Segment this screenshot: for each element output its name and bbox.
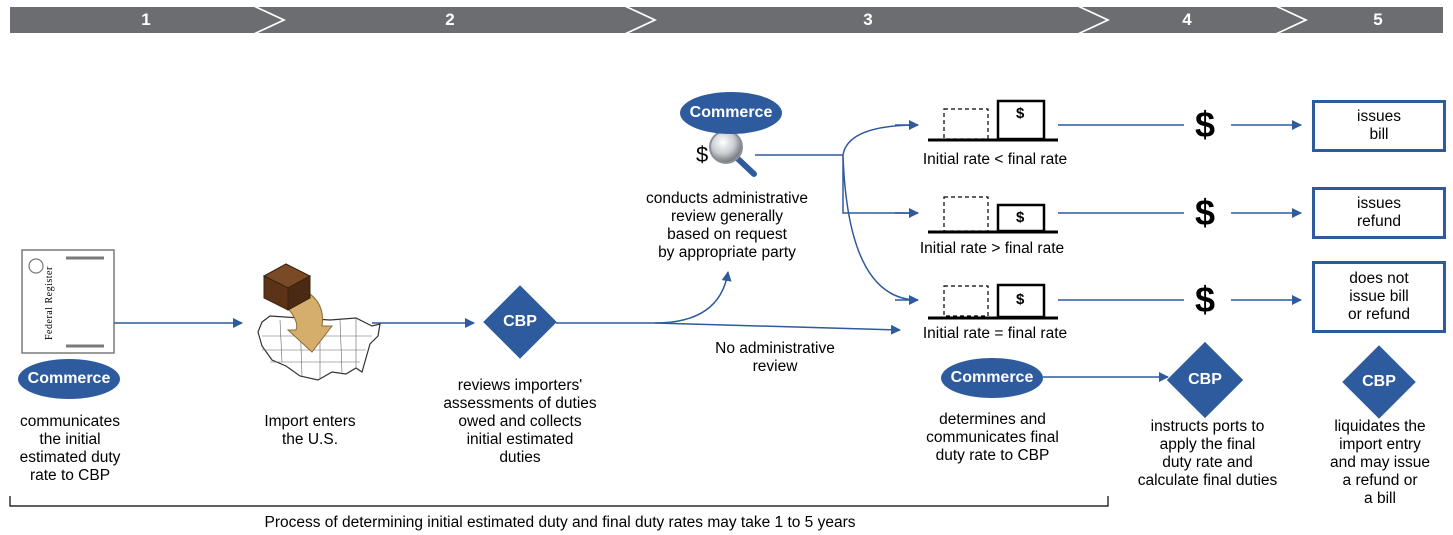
outcome-issues-refund: issues refund [1312, 187, 1446, 239]
magnifying-glass-dollar-icon [709, 130, 757, 177]
review-dollar-sign: $ [696, 142, 709, 167]
step-chevron-4 [1082, 7, 1304, 33]
commerce-final-caption: determines and communicates final duty r… [926, 411, 1059, 464]
comparison-scale-3 [928, 283, 1058, 320]
federal-register-label: Federal Register [44, 266, 55, 340]
step-chevron-5 [1280, 7, 1443, 33]
commerce-badge: Commerce [18, 359, 120, 399]
step-number-1: 1 [141, 10, 151, 29]
comparison-scale-2 [928, 196, 1058, 234]
no-review-label: No administrative review [715, 340, 835, 375]
arrow-no-review [654, 322, 901, 335]
cbp-step2-caption: reviews importers' assessments of duties… [443, 377, 597, 466]
import-caption: Import enters the U.S. [264, 413, 356, 448]
cbp-step4-caption: instructs ports to apply the final duty … [1137, 418, 1278, 489]
commerce-step1-caption: communicates the initial estimated duty … [19, 413, 121, 484]
step-number-5: 5 [1373, 10, 1383, 29]
commerce-review-badge: Commerce [680, 92, 782, 134]
cbp-step5-badge: CBP [1342, 345, 1416, 419]
outcome-no-bill-or-refund: does not issue bill or refund [1312, 261, 1446, 333]
federal-register-document-icon [21, 249, 115, 354]
step-banner [10, 7, 1443, 33]
comparison-2-label: Initial rate > final rate [919, 240, 1065, 257]
arrow-cbp-to-review [556, 271, 732, 324]
step-chevron-1 [10, 7, 282, 33]
cbp-step5-caption: liquidates the import entry and may issu… [1330, 418, 1430, 507]
commerce-review-caption: conducts administrative review generally… [646, 190, 808, 261]
step-number-2: 2 [445, 10, 455, 29]
package-into-us-map-icon [257, 263, 381, 381]
step-number-3: 3 [863, 10, 873, 29]
big-dollar-3: $ [1195, 279, 1216, 320]
step-chevron-2 [258, 7, 653, 33]
timeframe-bracket [9, 496, 1109, 507]
comparison-1-dollar: $ [1016, 105, 1025, 122]
commerce-final-badge: Commerce [941, 358, 1043, 398]
comparison-1-label: Initial rate < final rate [922, 151, 1068, 168]
timeframe-footer: Process of determining initial estimated… [264, 514, 856, 531]
outcome-issues-bill: issues bill [1312, 100, 1446, 152]
cbp-step2-badge: CBP [483, 285, 557, 359]
step-number-4: 4 [1182, 10, 1192, 29]
step-chevron-3 [629, 7, 1106, 33]
comparison-scale-1 [928, 99, 1058, 142]
big-dollar-1: $ [1195, 104, 1216, 145]
comparison-3-label: Initial rate = final rate [922, 325, 1068, 342]
cbp-step4-badge: CBP [1166, 341, 1244, 419]
big-dollar-2: $ [1195, 192, 1216, 233]
comparison-2-dollar: $ [1016, 209, 1025, 226]
comparison-3-dollar: $ [1016, 291, 1025, 308]
